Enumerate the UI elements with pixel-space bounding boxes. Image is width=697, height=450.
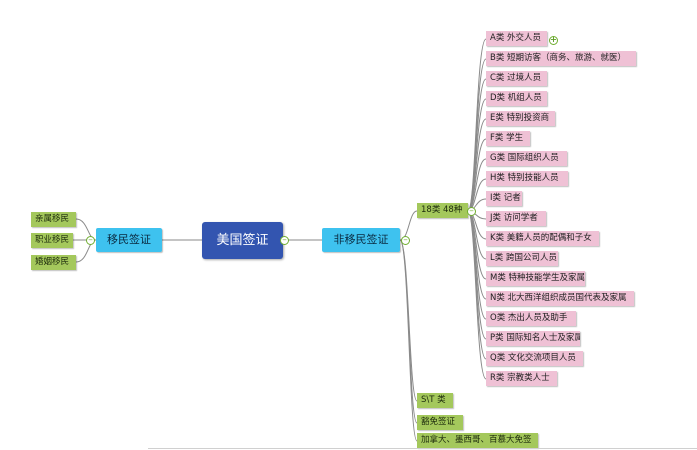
item-g[interactable]: G类 国际组织人员 xyxy=(486,151,567,166)
item-n[interactable]: N类 北大西洋组织成员国代表及家属 xyxy=(486,291,634,306)
item-m[interactable]: M类 特种技能学生及家属 xyxy=(486,271,585,286)
bottom-divider xyxy=(148,448,697,449)
collapse-right-icon[interactable]: − xyxy=(401,236,410,245)
group-visa-free[interactable]: 加拿大、墨西哥、百慕大免签 xyxy=(417,433,538,448)
immigrant-visa-node[interactable]: 移民签证 xyxy=(96,228,162,252)
collapse-left-icon[interactable]: − xyxy=(86,236,95,245)
item-a[interactable]: A类 外交人员 xyxy=(486,31,547,46)
item-b[interactable]: B类 短期访客（商务、旅游、就医） xyxy=(486,51,636,66)
item-i[interactable]: I类 记者 xyxy=(486,191,522,206)
nonimmigrant-visa-node[interactable]: 非移民签证 xyxy=(322,228,400,252)
group-st-class[interactable]: S\T 类 xyxy=(417,393,453,408)
root-node[interactable]: 美国签证 xyxy=(202,222,283,259)
item-p[interactable]: P类 国际知名人士及家属 xyxy=(486,331,580,346)
group-18-categories[interactable]: 18类 48种 xyxy=(417,203,468,218)
left-child-1[interactable]: 亲属移民 xyxy=(31,212,76,227)
item-r[interactable]: R类 宗教类人士 xyxy=(486,371,557,386)
connector-group-4 xyxy=(399,239,418,442)
item-h[interactable]: H类 特别技能人员 xyxy=(486,171,568,186)
item-f[interactable]: F类 学生 xyxy=(486,131,530,146)
expand-item-a-icon[interactable]: + xyxy=(549,35,558,45)
connector-item-r xyxy=(467,210,487,380)
item-l[interactable]: L类 跨国公司人员 xyxy=(486,251,558,266)
item-c[interactable]: C类 过境人员 xyxy=(486,71,547,86)
item-o[interactable]: O类 杰出人员及助手 xyxy=(486,311,576,326)
left-child-3[interactable]: 婚姻移民 xyxy=(31,255,76,270)
item-d[interactable]: D类 机组人员 xyxy=(486,91,547,106)
item-q[interactable]: Q类 文化交流项目人员 xyxy=(486,351,583,366)
collapse-root-icon[interactable]: − xyxy=(280,236,289,245)
left-child-2[interactable]: 职业移民 xyxy=(31,233,73,248)
item-e[interactable]: E类 特别投资商 xyxy=(486,111,555,126)
item-j[interactable]: J类 访问学者 xyxy=(486,211,546,226)
collapse-group-icon[interactable]: − xyxy=(467,207,476,216)
item-k[interactable]: K类 美籍人员的配偶和子女 xyxy=(486,231,599,246)
group-exempt-visa[interactable]: 豁免签证 xyxy=(417,415,463,430)
